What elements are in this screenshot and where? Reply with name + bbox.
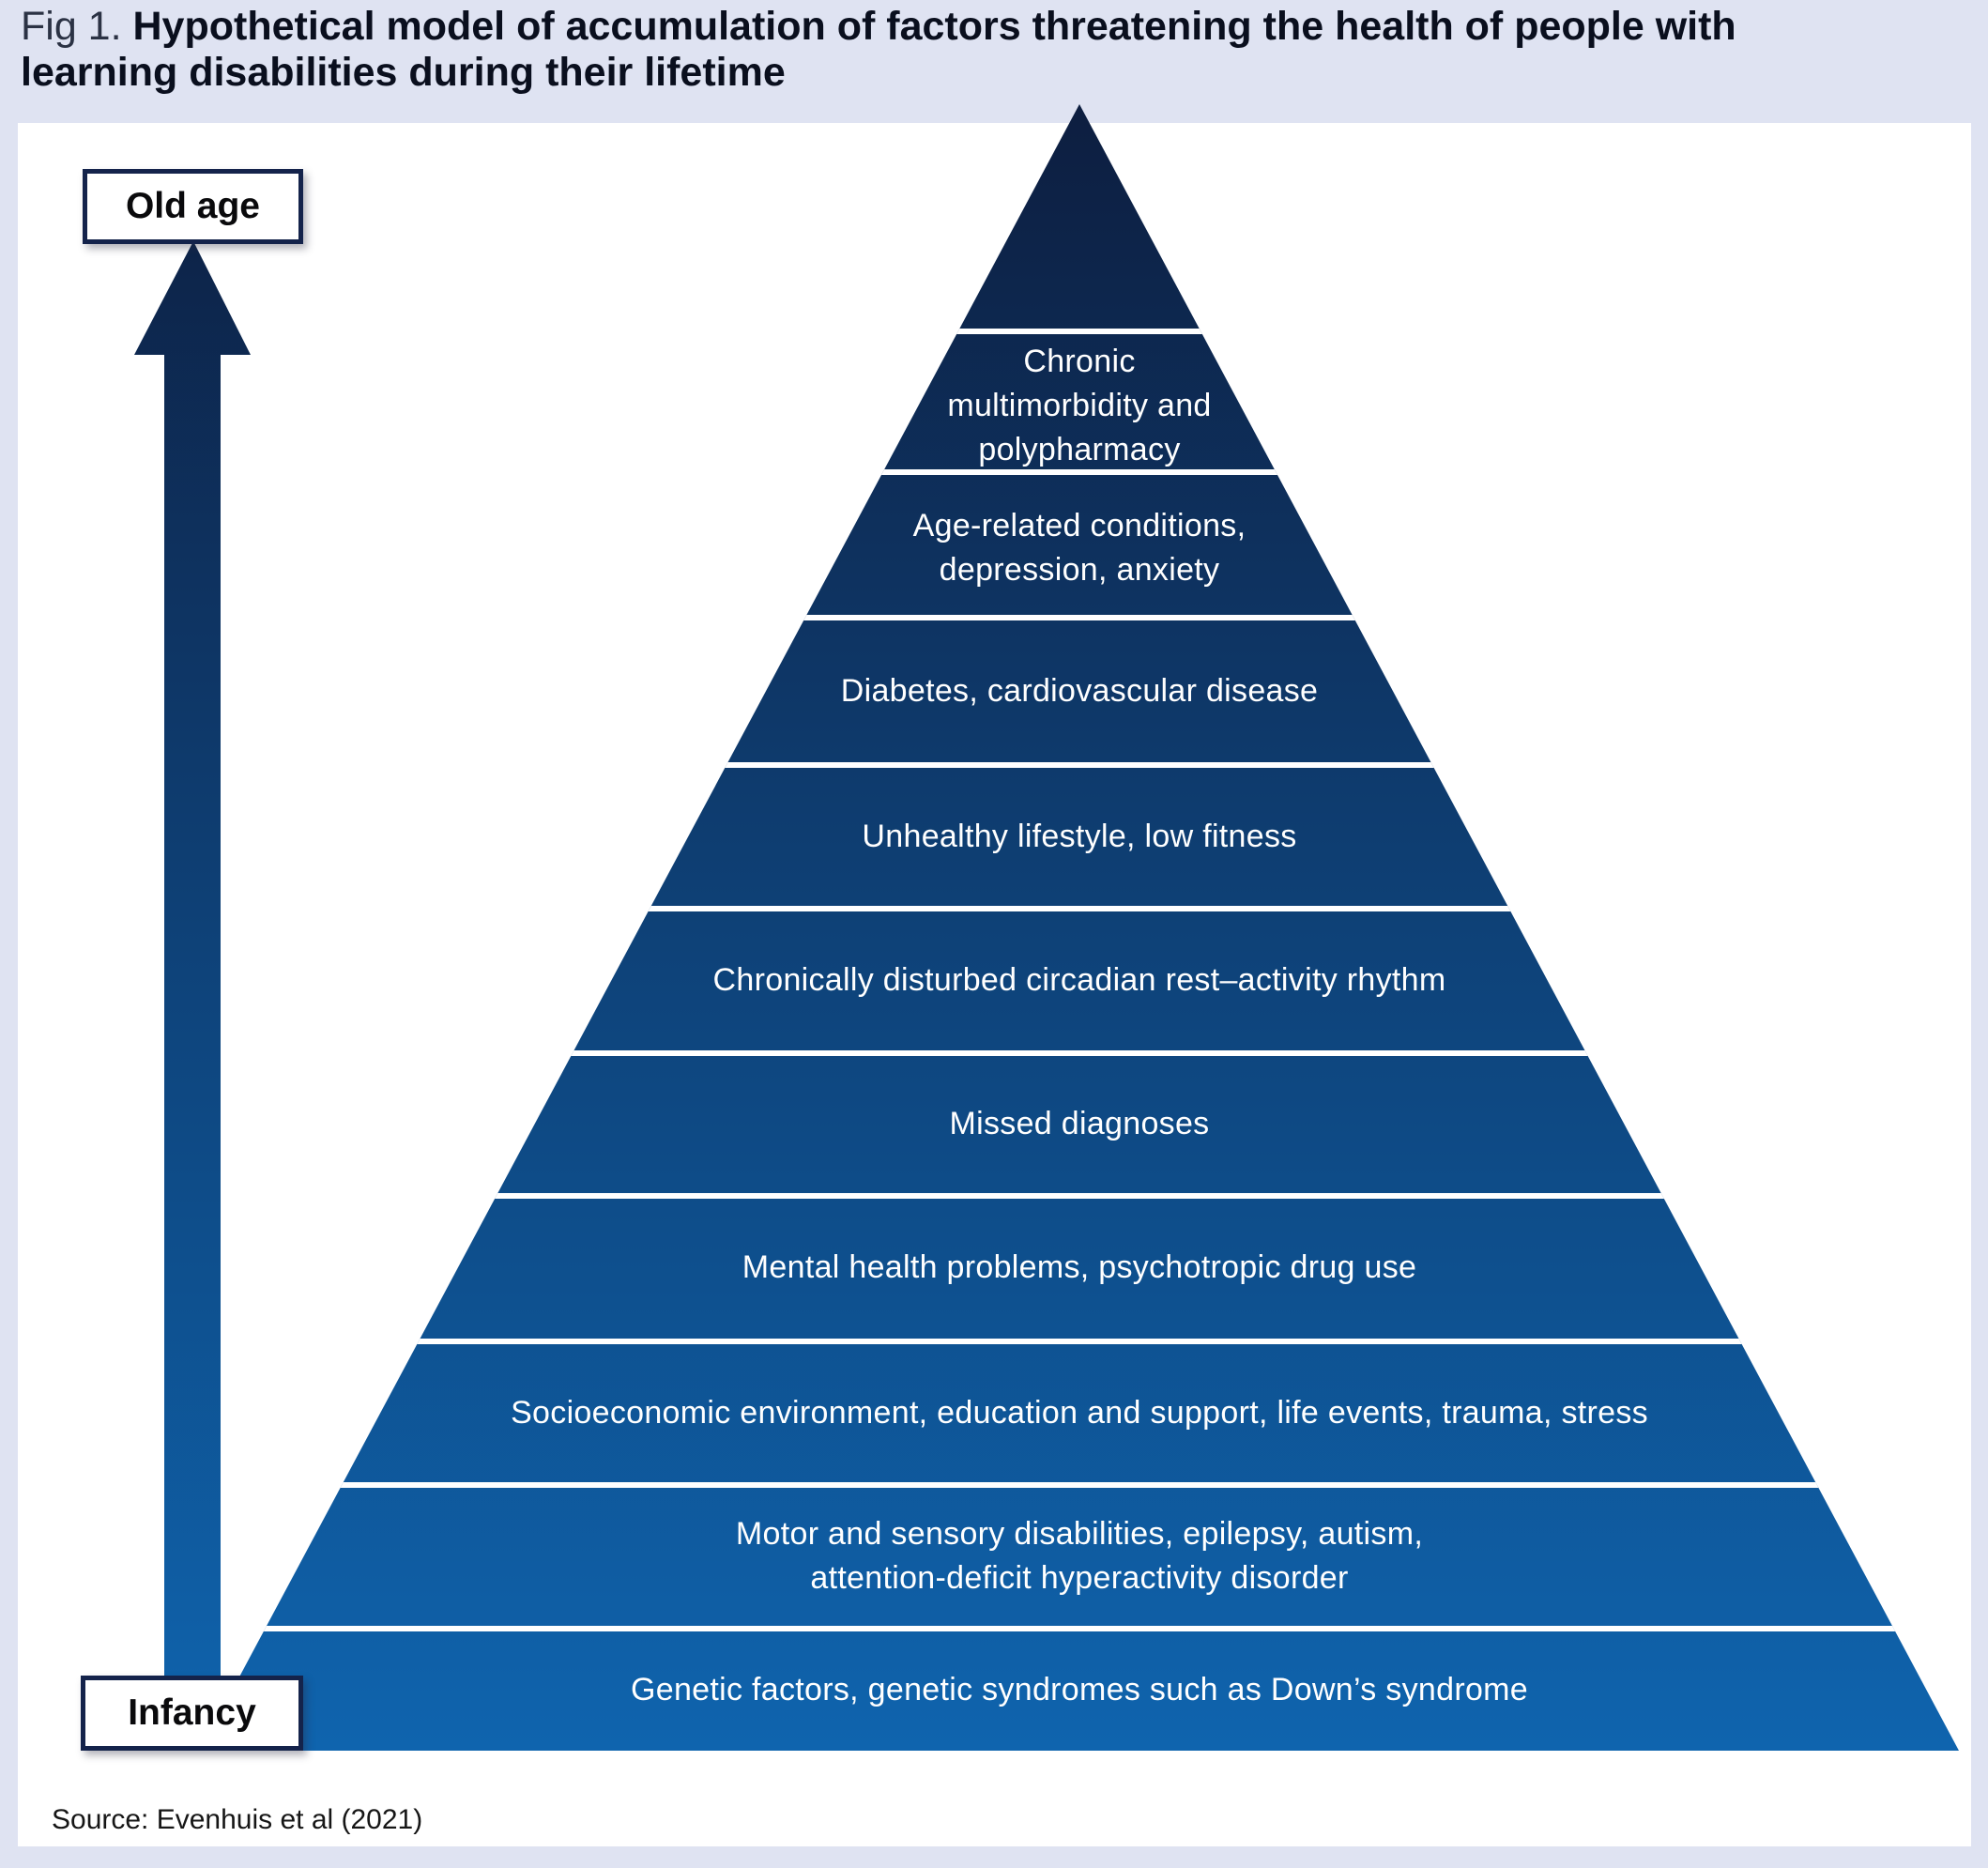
source-note: Source: Evenhuis et al (2021)	[52, 1804, 423, 1835]
pyramid-layer-4-label: Unhealthy lifestyle, low fitness	[862, 819, 1297, 854]
layer-dividers	[200, 329, 1959, 1631]
lifespan-arrow	[134, 241, 251, 1680]
pyramid-layer-3-label: Diabetes, cardiovascular disease	[840, 673, 1319, 709]
pyramid-layer-7-label: Mental health problems, psychotropic dru…	[742, 1249, 1417, 1285]
layer-divider	[200, 1193, 1959, 1199]
layer-divider	[200, 615, 1959, 620]
layer-divider	[200, 1339, 1959, 1344]
layer-divider	[200, 329, 1959, 334]
layer-divider	[200, 1482, 1959, 1488]
pyramid-layer-10-label: Genetic factors, genetic syndromes such …	[631, 1672, 1528, 1707]
arrow-shaft	[164, 353, 221, 1680]
layer-divider	[200, 1050, 1959, 1056]
pyramid-layer-8-label: Socioeconomic environment, education and…	[511, 1395, 1648, 1431]
layer-divider	[200, 906, 1959, 911]
pyramid-layer-6-label: Missed diagnoses	[949, 1106, 1210, 1141]
figure-title: Hypothetical model of accumulation of fa…	[21, 4, 1736, 95]
old-age-label: Old age	[125, 186, 261, 226]
figure-caption: Fig 1. Hypothetical model of accumulatio…	[21, 4, 1973, 96]
pyramid-layer-1-label: Chronic multimorbidity and polypharmacy	[947, 344, 1212, 467]
up-arrow-head-icon	[134, 241, 251, 355]
pyramid-layer-5-label: Chronically disturbed circadian rest–act…	[712, 962, 1446, 998]
infancy-label: Infancy	[128, 1692, 256, 1733]
layer-divider	[200, 469, 1959, 475]
pyramid-layer-9-label: Motor and sensory disabilities, epilepsy…	[735, 1516, 1424, 1596]
figure-number: Fig 1.	[21, 4, 133, 49]
old-age-box: Old age	[83, 169, 303, 244]
pyramid-layer-2-label: Age-related conditions, depression, anxi…	[912, 508, 1246, 588]
layer-divider	[200, 1626, 1959, 1631]
layer-divider	[200, 762, 1959, 768]
infancy-box: Infancy	[81, 1676, 303, 1751]
